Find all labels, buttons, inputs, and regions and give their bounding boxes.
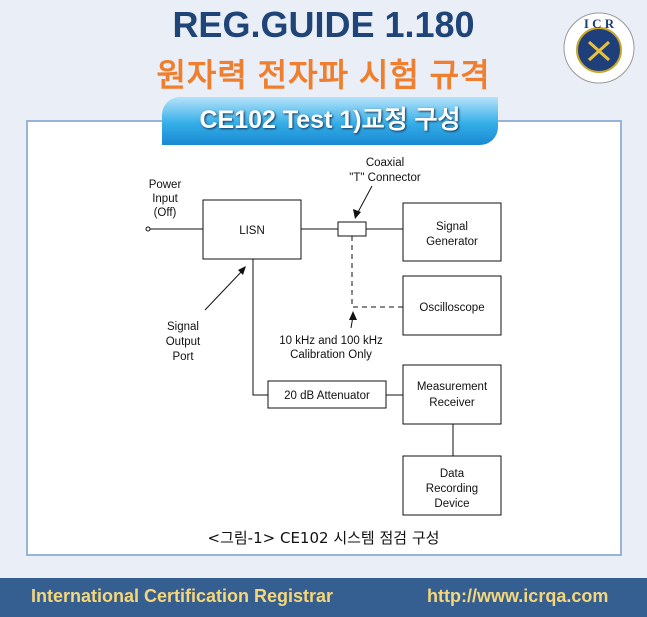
svg-text:I C R: I C R: [584, 16, 615, 31]
measurement-receiver-label: Receiver: [429, 397, 475, 409]
attenuator-label: 20 dB Attenuator: [284, 390, 370, 402]
coaxial-label: Coaxial: [366, 157, 404, 169]
footer-org: International Certification Registrar: [31, 586, 334, 606]
page-title: REG.GUIDE 1.180: [172, 4, 475, 45]
signal-output-port-label: Signal: [167, 321, 199, 333]
power-input-label: (Off): [154, 207, 177, 219]
calibration-note: Calibration Only: [290, 349, 372, 361]
section-tab: CE102 Test 1)교정 구성: [162, 97, 498, 145]
measurement-receiver-label: Measurement: [417, 381, 488, 393]
diagram-frame: [26, 120, 622, 556]
icr-logo: I C R: [563, 12, 635, 84]
calibration-note: 10 kHz and 100 kHz: [279, 335, 383, 347]
signal-generator-label: Signal: [436, 221, 468, 233]
signal-generator-box: [402, 202, 502, 262]
signal-output-port-label: Output: [166, 336, 201, 348]
data-recording-label: Data: [440, 468, 465, 480]
data-recording-label: Recording: [426, 483, 478, 495]
signal-generator-label: Generator: [426, 236, 478, 248]
page-subtitle: 원자력 전자파 시험 규격: [156, 57, 491, 93]
coaxial-label: "T" Connector: [349, 172, 421, 184]
data-recording-box: [402, 455, 502, 516]
t-connector: [337, 221, 367, 237]
lisn-label: LISN: [239, 225, 265, 237]
power-input-label: Input: [152, 193, 178, 205]
figure-caption: <그림-1> CE102 시스템 점검 구성: [207, 529, 440, 547]
footer-url[interactable]: http://www.icrqa.com: [427, 586, 609, 606]
data-recording-label: Device: [434, 498, 469, 510]
oscilloscope-box: [402, 275, 502, 336]
footer: International Certification Registrar ht…: [0, 578, 647, 617]
power-input-label: Power: [149, 179, 182, 191]
signal-output-port-label: Port: [172, 351, 194, 363]
measurement-receiver-box: [402, 364, 502, 425]
oscilloscope-label: Oscilloscope: [419, 302, 484, 314]
